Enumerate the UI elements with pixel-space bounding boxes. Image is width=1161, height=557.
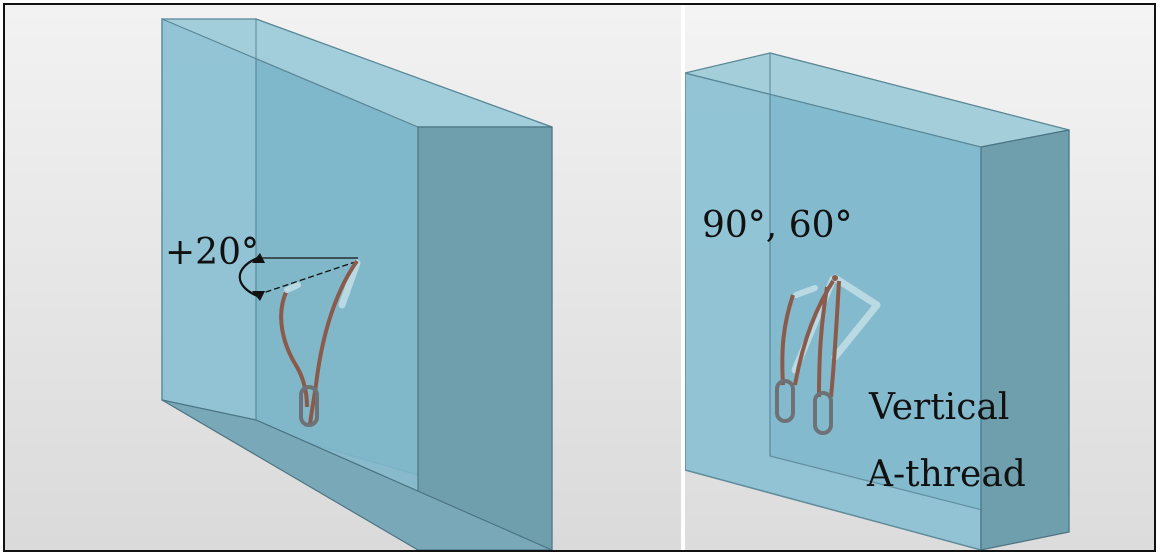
right-sling1-tube bbox=[793, 285, 818, 298]
left-arrowhead-top bbox=[252, 253, 265, 263]
right-carabiner-1 bbox=[775, 379, 795, 423]
left-sling-rope bbox=[308, 259, 359, 426]
right-angles-label: 90°, 60° bbox=[702, 205, 853, 246]
right-sling2-rope-return bbox=[829, 280, 841, 398]
vertical-label: Vertical bbox=[869, 387, 1010, 428]
left-block-render bbox=[161, 17, 553, 550]
right-sling1-rope bbox=[780, 294, 795, 386]
right-sling2-diag-tube bbox=[831, 301, 881, 361]
left-sling-top-segment bbox=[284, 282, 301, 293]
right-panel bbox=[685, 5, 1154, 550]
right-sling1-rope-return bbox=[793, 276, 837, 386]
left-arrowhead-bottom bbox=[252, 291, 265, 301]
left-angle-arc-arrow bbox=[238, 255, 261, 299]
a-thread-label: A-thread bbox=[867, 454, 1026, 495]
right-block-render bbox=[685, 52, 1070, 550]
right-anchor-point bbox=[832, 275, 838, 281]
right-sling2-top-tube bbox=[831, 274, 881, 309]
figure-frame: +20° 90°, 60° Verti bbox=[3, 3, 1156, 552]
left-sling-rope-return bbox=[279, 289, 309, 408]
right-block-side-face bbox=[980, 129, 1070, 550]
left-panel: +20° bbox=[5, 5, 681, 550]
left-block-bottom-face bbox=[161, 399, 553, 550]
right-carabiner-2 bbox=[813, 391, 833, 435]
left-carabiner bbox=[299, 385, 319, 427]
left-block-side-face bbox=[417, 126, 553, 550]
left-sling-tube bbox=[338, 259, 361, 309]
right-sling2-rope bbox=[817, 286, 829, 398]
left-angle-label: +20° bbox=[165, 232, 259, 273]
